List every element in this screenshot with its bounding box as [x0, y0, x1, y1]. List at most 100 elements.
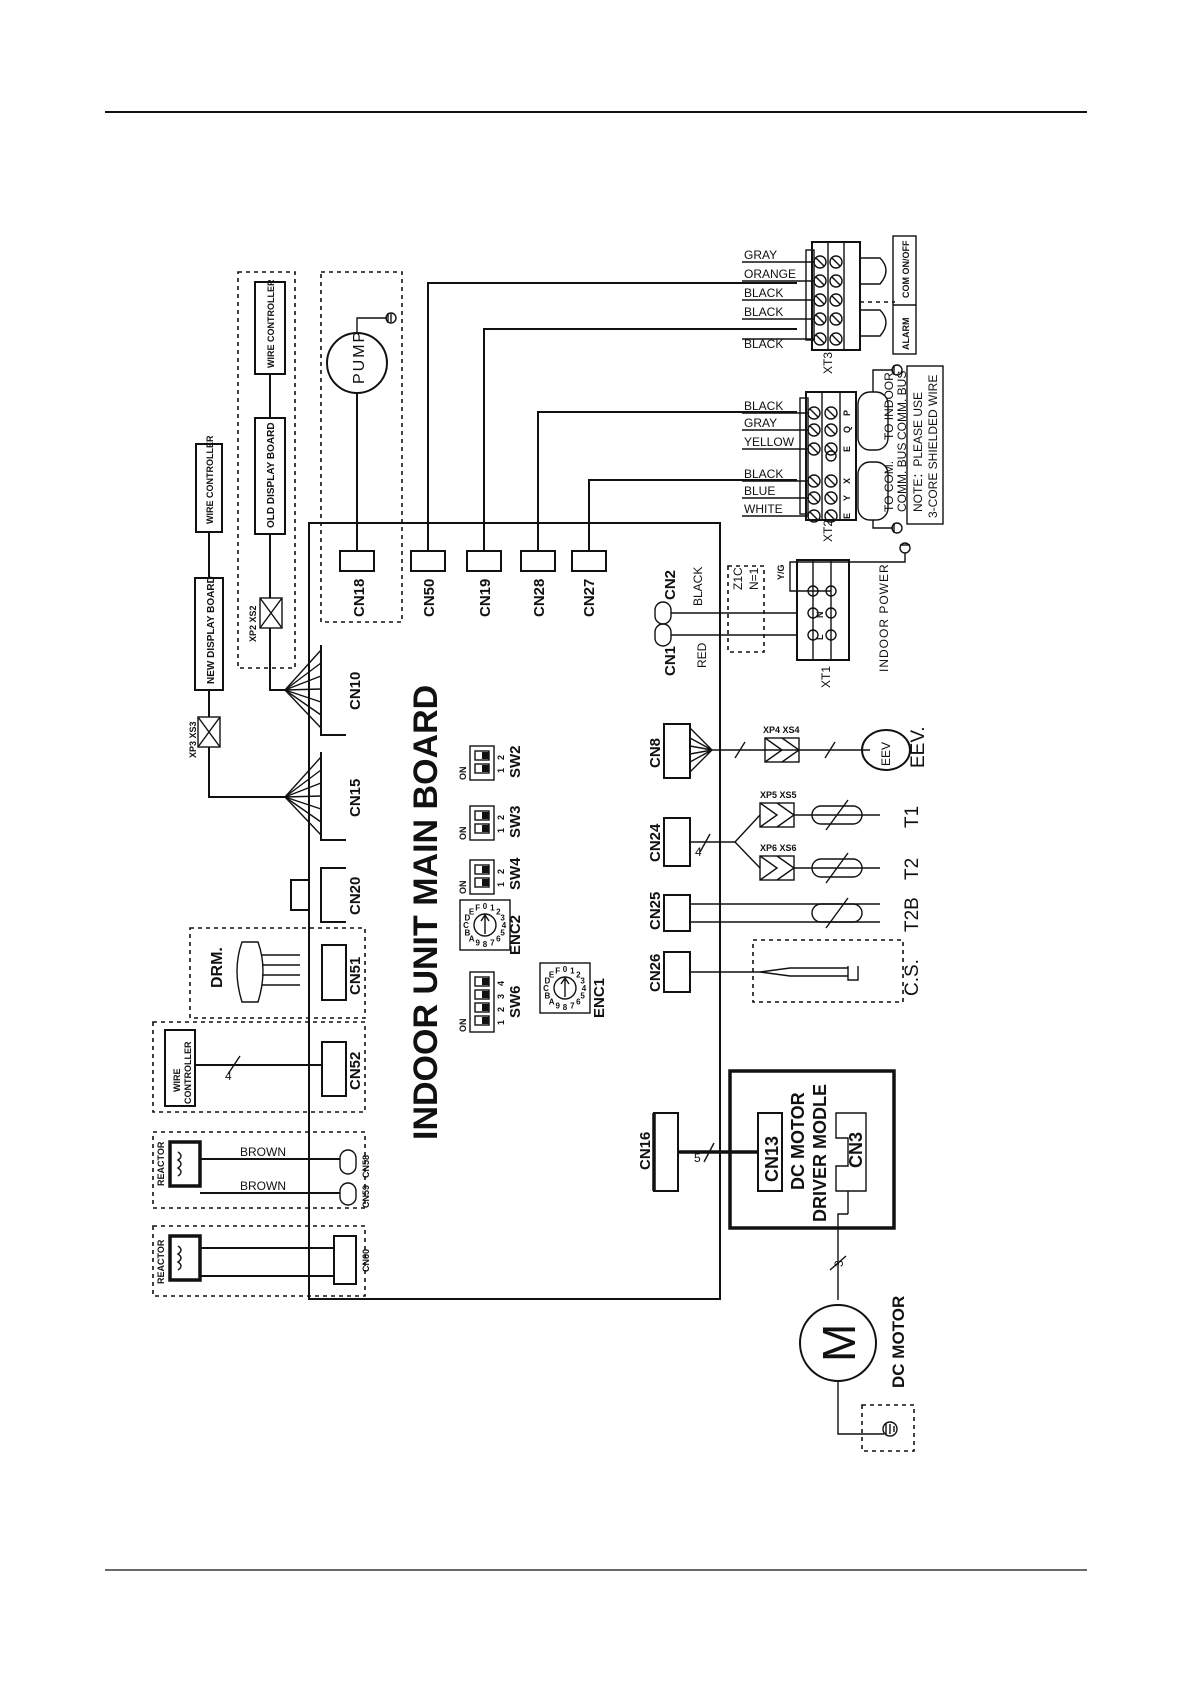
- cn25-label: CN25: [647, 892, 664, 930]
- xt2-terminal-mark: Q: [842, 426, 852, 433]
- enc2-digit: D: [465, 914, 471, 923]
- sw4-body: [469, 859, 495, 895]
- cn8-label: CN8: [647, 738, 664, 768]
- indoor-power-label: INDOOR POWER: [877, 563, 891, 672]
- terminal-screw-slot: [815, 314, 825, 324]
- sw2-position-number: 1: [496, 768, 506, 773]
- brown-wire-2: BROWN: [240, 1179, 286, 1193]
- xt1-n-mark: N: [815, 612, 825, 619]
- cn28-box: [520, 550, 556, 572]
- xt3-label-box: [892, 235, 917, 355]
- sw6-position-number: 4: [496, 981, 506, 986]
- ground-icon: [882, 1421, 898, 1437]
- xp4-label: XP4 XS4: [763, 725, 800, 735]
- coil-icon: [176, 1245, 182, 1271]
- terminal-screw: [829, 332, 843, 346]
- motor-ground-wire: [837, 1381, 884, 1435]
- terminal-screw-slot: [809, 511, 819, 521]
- drm-dashed-box: [189, 927, 366, 1019]
- cn19-box: [466, 550, 502, 572]
- cn16-box: [653, 1112, 679, 1192]
- cs-dashed-box: [752, 939, 904, 1003]
- terminal-screw-slot: [815, 257, 825, 267]
- to-indoor-line1: TO INDOOR: [882, 372, 896, 440]
- top-connectors: CN18 CN50 CN19 CN28 CN27: [339, 550, 607, 617]
- xt3-wire-black-1: BLACK: [744, 286, 783, 300]
- sw4-lever: [482, 879, 489, 886]
- xt1-terminal-block: [796, 559, 850, 661]
- xt1-label: XT1: [819, 666, 833, 688]
- enc2-digit: 6: [496, 934, 501, 943]
- enc2-digit: 1: [490, 903, 495, 912]
- motor-ground-box: [861, 1404, 915, 1452]
- wire-controller-1-box: [195, 443, 223, 533]
- xt2-wire-gray: GRAY: [744, 416, 777, 430]
- sw2-lever: [482, 752, 489, 759]
- xp2-wire: [269, 628, 285, 691]
- enc2-digit: 0: [483, 902, 488, 911]
- t2b-sensor-icon: [690, 897, 880, 929]
- sw6-lever: [482, 1004, 489, 1011]
- terminal-screw-slot: [809, 493, 819, 503]
- reactor-1-box: [168, 1140, 202, 1188]
- enc1-digit: 7: [570, 1002, 575, 1011]
- enc1-digit: 9: [555, 1002, 560, 1011]
- sw6-position-number: 1: [496, 1020, 506, 1025]
- xt3-cables: [860, 257, 895, 337]
- reactor-1-dashed-box: [152, 1131, 366, 1209]
- xt2-terminal-mark: E: [842, 513, 852, 519]
- terminal-screw: [824, 423, 838, 437]
- terminal-screw: [829, 293, 843, 307]
- enc1-digit: 0: [563, 965, 568, 974]
- xt3-wire-black-3: BLACK: [744, 337, 783, 351]
- t1-sensor-icon: [794, 799, 880, 831]
- pump-dashed-box: [320, 271, 403, 623]
- sw3-lever: [482, 812, 489, 819]
- sw3-lever: [482, 825, 489, 832]
- xt2-wire-white: WHITE: [744, 502, 783, 516]
- xt3-screws: [813, 255, 843, 346]
- xt3-wires: [742, 261, 815, 340]
- xp2-connector-icon: [259, 597, 283, 629]
- motor-slash: [829, 1255, 847, 1271]
- note-line2: 3-CORE SHIELDED WIRE: [926, 375, 940, 518]
- cn25-box: [663, 894, 691, 932]
- harness-wire: [284, 662, 322, 691]
- terminal-screw: [824, 509, 838, 523]
- sw2-lever: [482, 765, 489, 772]
- cn59-label: CN59: [361, 1185, 371, 1208]
- terminal-screw-slot: [826, 511, 836, 521]
- reactor-2-label: REACTOR: [156, 1239, 166, 1284]
- harness-wire: [284, 649, 322, 691]
- xt2-label: XT2: [821, 520, 835, 542]
- enc2-digit: A: [469, 934, 475, 943]
- terminal-screw-slot: [809, 476, 819, 486]
- xt3-wire-gray: GRAY: [744, 248, 777, 262]
- t1-label: T1: [902, 806, 923, 828]
- cn50-wire: [427, 282, 797, 551]
- main-board-title: INDOOR UNIT MAIN BOARD: [407, 685, 445, 1140]
- wire-controller-3-box: [164, 1029, 196, 1107]
- cn20-stub: [290, 879, 310, 911]
- black-wire-label: BLACK: [691, 567, 705, 606]
- cn27-label: CN27: [581, 579, 598, 617]
- sw6-position-number: 2: [496, 1007, 506, 1012]
- cn16-slash: [703, 1142, 715, 1163]
- motor-count: 3: [832, 1260, 846, 1267]
- enc2-digit: 4: [502, 921, 507, 930]
- xt3-wire-black-2: BLACK: [744, 305, 783, 319]
- terminal-screw-slot: [831, 276, 841, 286]
- enc1-digit: 4: [582, 984, 587, 993]
- sw2-body: [469, 745, 495, 781]
- cn51-label: CN51: [347, 957, 364, 995]
- sw3-position-number: 1: [496, 828, 506, 833]
- pump-label: PUMP: [351, 330, 368, 384]
- sw4-label: SW4: [507, 857, 524, 890]
- enc2-digit: 5: [500, 928, 505, 937]
- harness-wire: [284, 796, 322, 836]
- cn58-plug: [339, 1149, 357, 1175]
- harness-wire: [284, 796, 322, 823]
- z1c-label: Z1C: [731, 567, 745, 590]
- xp3-connector-icon: [197, 716, 221, 748]
- wire-controller-3-line2: CONTROLLER: [183, 1041, 193, 1104]
